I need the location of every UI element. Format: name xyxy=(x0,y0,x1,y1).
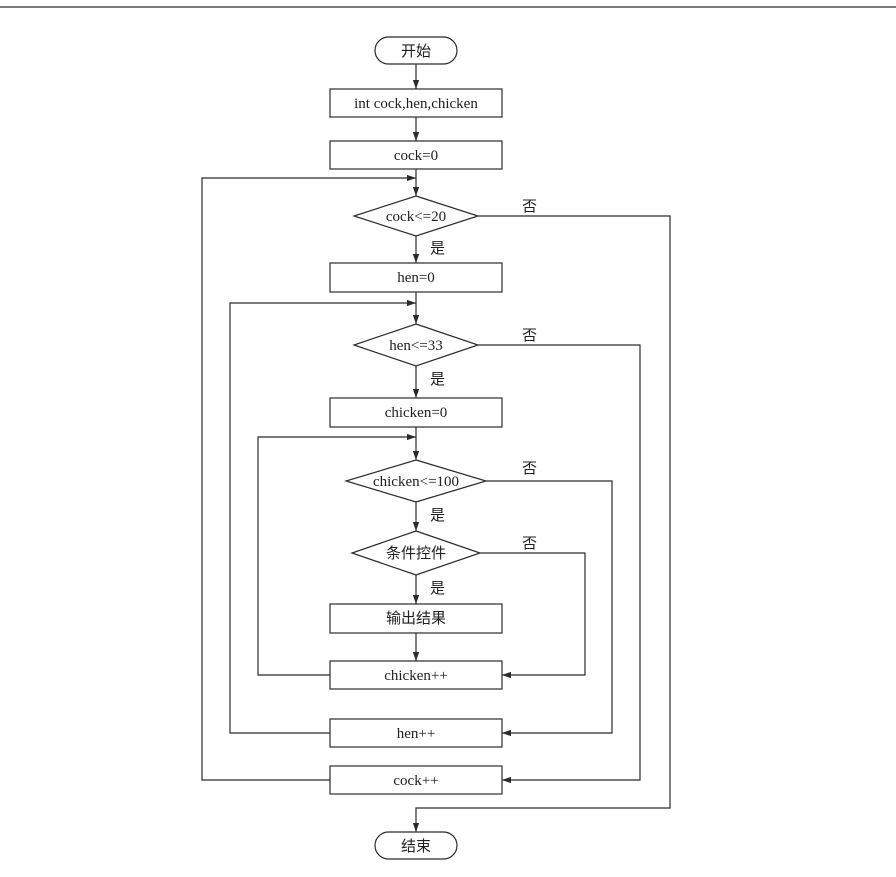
branch-check-no xyxy=(480,552,586,679)
chicken-init-box: chicken=0 xyxy=(329,397,503,428)
label-no-cock: 否 xyxy=(522,197,537,215)
check-condition-diamond: 条件控件 xyxy=(350,530,482,576)
cock-increment-box: cock++ xyxy=(329,765,503,795)
cock-init-label: cock=0 xyxy=(394,148,438,164)
label-no-check: 否 xyxy=(522,534,537,552)
loop-cock-back xyxy=(201,174,416,781)
declare-box: int cock,hen,chicken xyxy=(329,88,503,118)
chicken-condition-label: chicken<=100 xyxy=(373,474,459,490)
cock-condition-label: cock<=20 xyxy=(386,209,446,225)
hen-init-label: hen=0 xyxy=(397,270,435,286)
declare-label: int cock,hen,chicken xyxy=(354,96,478,112)
hen-init-box: hen=0 xyxy=(329,262,503,293)
branch-chicken-no xyxy=(486,480,613,737)
loop-hen-back xyxy=(229,299,416,734)
label-yes-chicken: 是 xyxy=(430,506,445,524)
cock-init-box: cock=0 xyxy=(329,140,503,170)
label-no-chicken: 否 xyxy=(522,459,537,477)
branch-hen-no xyxy=(478,344,641,784)
end-label: 结束 xyxy=(401,837,431,855)
branch-cock-no-to-end xyxy=(412,215,671,832)
cock-condition-diamond: cock<=20 xyxy=(352,195,480,237)
chicken-init-label: chicken=0 xyxy=(385,405,448,421)
loop-chicken-back xyxy=(257,433,416,676)
hen-condition-diamond: hen<=33 xyxy=(352,323,480,367)
chicken-increment-box: chicken++ xyxy=(329,660,503,690)
hen-increment-box: hen++ xyxy=(329,718,503,748)
label-yes-cock: 是 xyxy=(430,239,445,257)
hen-condition-label: hen<=33 xyxy=(389,338,443,354)
cock-increment-label: cock++ xyxy=(393,773,438,789)
start-label: 开始 xyxy=(401,42,431,60)
output-label: 输出结果 xyxy=(386,609,446,627)
end-terminal: 结束 xyxy=(374,831,458,860)
label-no-hen: 否 xyxy=(522,326,537,344)
check-condition-label: 条件控件 xyxy=(386,544,446,562)
output-box: 输出结果 xyxy=(329,603,503,634)
chicken-condition-diamond: chicken<=100 xyxy=(343,459,489,503)
label-yes-check: 是 xyxy=(430,579,445,597)
start-terminal: 开始 xyxy=(374,36,458,65)
chicken-increment-label: chicken++ xyxy=(384,668,448,684)
hen-increment-label: hen++ xyxy=(397,726,436,742)
label-yes-hen: 是 xyxy=(430,370,445,388)
